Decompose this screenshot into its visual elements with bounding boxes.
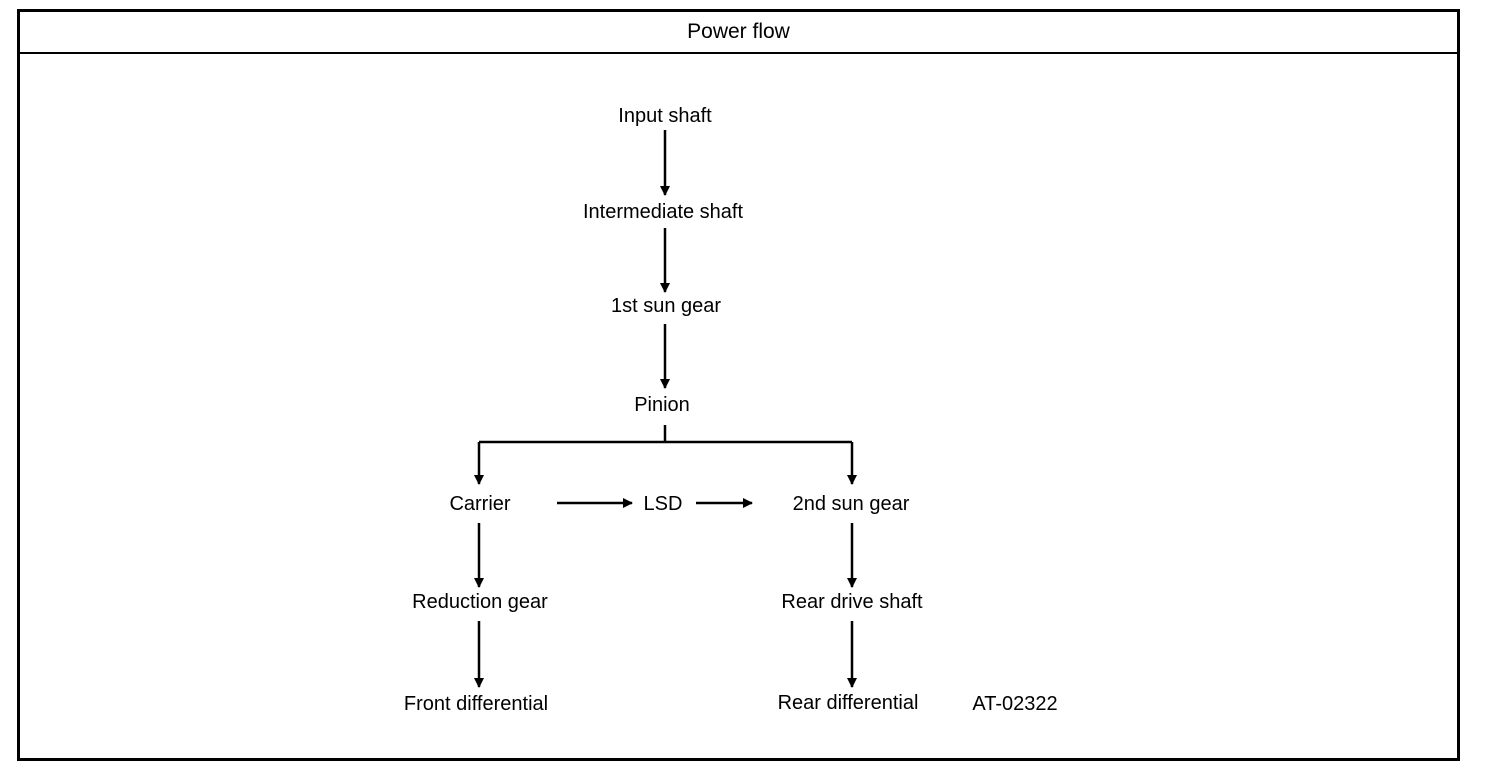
node-input-shaft: Input shaft [618,105,712,127]
node-rear-differential: Rear differential [778,692,919,714]
diagram-title: Power flow [20,12,1457,54]
node-lsd: LSD [644,493,683,515]
node-reduction-gear: Reduction gear [412,591,548,613]
node-second-sun-gear: 2nd sun gear [793,493,910,515]
node-front-differential: Front differential [404,693,548,715]
node-carrier: Carrier [449,493,510,515]
node-pinion: Pinion [634,394,690,416]
edge-pinion-split [474,425,857,485]
node-rear-drive-shaft: Rear drive shaft [781,591,923,613]
diagram-frame: Power flow [17,9,1460,761]
figure-code: AT-02322 [972,693,1057,715]
node-first-sun-gear: 1st sun gear [611,295,721,317]
node-intermediate-shaft: Intermediate shaft [583,201,744,223]
